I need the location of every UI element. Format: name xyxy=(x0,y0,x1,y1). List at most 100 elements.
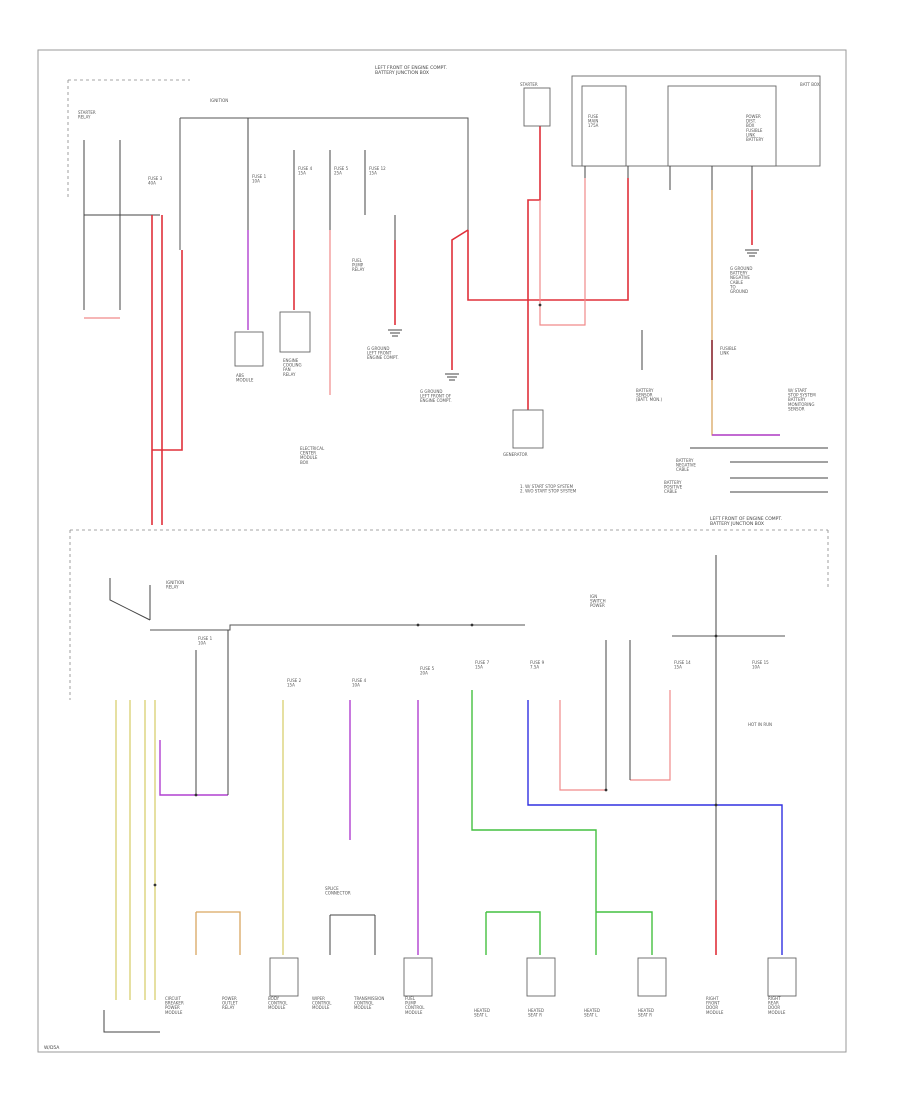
junction-dot xyxy=(604,788,608,792)
fpcm-box xyxy=(403,957,433,997)
junction-dot xyxy=(470,623,474,627)
top-section: LEFT FRONT OF ENGINE COMPT.BATTERY JUNCT… xyxy=(67,65,828,525)
black-branch xyxy=(195,630,229,795)
top-bus xyxy=(180,117,469,230)
inner-box-1 xyxy=(581,85,627,167)
red-to-starter xyxy=(467,178,629,301)
left-bottom-frame xyxy=(103,1010,160,1033)
blue-branch xyxy=(527,700,783,955)
seat-box-1 xyxy=(526,957,556,997)
ground-symbol-1 xyxy=(388,329,402,337)
generator-label: GENERATOR xyxy=(503,452,528,457)
red-lower xyxy=(559,700,606,791)
red-to-starter-2 xyxy=(527,120,541,410)
ign-relay-switch xyxy=(109,578,151,621)
bottom-bus xyxy=(150,624,525,631)
bottom-section: LEFT FRONT OF ENGINE COMPT.BATTERY JUNCT… xyxy=(69,303,829,1033)
bottom-junction-boundary xyxy=(69,529,829,700)
pdb-leg-orange xyxy=(711,190,780,436)
seat-box-2 xyxy=(637,957,667,997)
fan-relay-box xyxy=(279,311,311,353)
starter-top-label: STARTER xyxy=(520,82,538,87)
green-branch xyxy=(471,690,597,912)
junction-dot xyxy=(416,623,420,627)
ground-symbol-2 xyxy=(445,373,459,381)
bottom-header-label: LEFT FRONT OF ENGINE COMPT.BATTERY JUNCT… xyxy=(710,516,782,527)
junction-dot xyxy=(538,303,542,307)
red-lower-2 xyxy=(630,690,671,781)
hot-in-run-label: HOT IN RUN xyxy=(748,722,772,727)
top-junction-boundary xyxy=(67,79,190,200)
top-bus-label: IGNITION xyxy=(210,98,228,103)
junction-dot xyxy=(153,883,157,887)
battery-box-label: BATT BOX xyxy=(800,82,820,87)
ground-symbol-3 xyxy=(745,249,759,257)
red-feed-3 xyxy=(152,250,183,451)
green-split-1 xyxy=(485,911,541,955)
bcm-box xyxy=(269,957,299,997)
green-split-2 xyxy=(595,911,653,955)
abs-module-box xyxy=(234,331,264,367)
figure-id: W/D5A xyxy=(44,1045,60,1051)
red-to-starter-3 xyxy=(539,178,586,326)
junction-dot xyxy=(714,634,718,638)
orange-branch xyxy=(195,911,241,955)
black-lower xyxy=(605,640,631,790)
junction-dot xyxy=(714,803,718,807)
purple-branch xyxy=(159,740,228,796)
generator-box xyxy=(512,409,544,449)
door-box xyxy=(767,957,797,997)
red-to-ground-2 xyxy=(451,229,469,370)
splice-branch xyxy=(329,914,376,955)
inner-box-2 xyxy=(667,85,777,167)
starter-relay-box xyxy=(523,87,551,127)
diagram-frame xyxy=(37,49,847,1053)
pdb-leg-1 xyxy=(584,166,753,190)
top-header-label: LEFT FRONT OF ENGINE COMPT.BATTERY JUNCT… xyxy=(375,65,447,76)
